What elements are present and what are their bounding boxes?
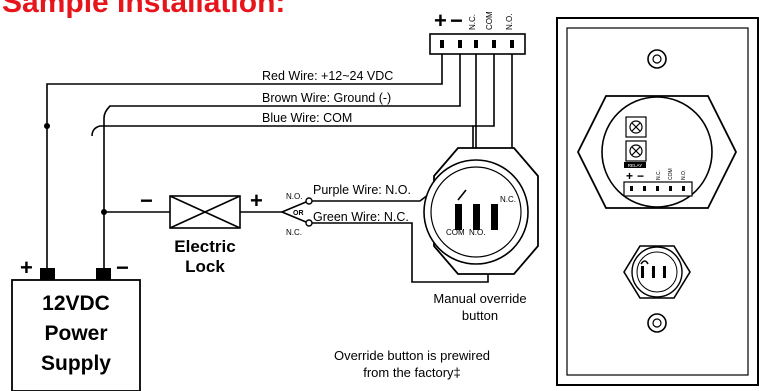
wire-selector: N.O. OR N.C.: [281, 192, 313, 237]
brown-wire-label: Brown Wire: Ground (-): [262, 91, 391, 105]
terminal-block: + − N.C. COM N.O.: [429, 8, 526, 55]
terminal-com-label: COM: [485, 11, 494, 30]
red-wire: [46, 54, 443, 268]
selector-no-label: N.O.: [286, 192, 302, 201]
selector-nc-label: N.C.: [286, 228, 302, 237]
power-supply: + − 12VDC Power Supply: [11, 255, 141, 391]
prewired-note-1: Override button is prewired: [334, 348, 490, 363]
power-label-1: 12VDC: [42, 292, 110, 315]
lock-minus-label: −: [140, 188, 153, 213]
purple-wire-label: Purple Wire: N.O.: [313, 183, 411, 197]
prewired-note-2: from the factory‡: [363, 365, 461, 380]
blue-wire-label: Blue Wire: COM: [262, 111, 352, 125]
red-wire-label: Red Wire: +12~24 VDC: [262, 69, 393, 83]
power-label-2: Power: [44, 322, 107, 345]
power-minus-label: −: [116, 255, 129, 280]
override-button: COM N.O. N.C.: [423, 147, 539, 275]
terminal-minus-label: −: [450, 8, 463, 33]
plate-minus-label: −: [637, 169, 644, 183]
plate-plus-label: +: [626, 169, 633, 183]
button-no-label: N.O.: [469, 228, 485, 237]
plate-no-label: N.O.: [681, 170, 687, 180]
selector-or-label: OR: [293, 210, 304, 217]
terminal-nc-label: N.C.: [468, 14, 477, 30]
plate-nc-label: N.C.: [656, 170, 662, 180]
terminal-plus-label: +: [434, 8, 447, 33]
override-label-2: button: [462, 308, 498, 323]
plate-com-label: COM: [668, 168, 674, 180]
electric-lock-label-1: Electric: [174, 237, 235, 256]
terminal-no-label: N.O.: [505, 14, 514, 30]
power-label-3: Supply: [41, 352, 111, 375]
power-supply-body: [11, 279, 141, 391]
brown-wire: [103, 54, 461, 268]
electric-lock-label-2: Lock: [185, 257, 225, 276]
plate-relay-label: RELAY: [628, 163, 642, 168]
power-plus-label: +: [20, 255, 33, 280]
page-title: Sample Installation:: [2, 0, 285, 19]
button-com-label: COM: [446, 228, 465, 237]
wall-plate: RELAY + − N.C. COM N.O.: [556, 17, 759, 386]
button-nc-label: N.C.: [500, 195, 516, 204]
override-label-1: Manual override: [433, 291, 526, 306]
green-wire-label: Green Wire: N.C.: [313, 210, 409, 224]
lock-plus-label: +: [250, 188, 263, 213]
